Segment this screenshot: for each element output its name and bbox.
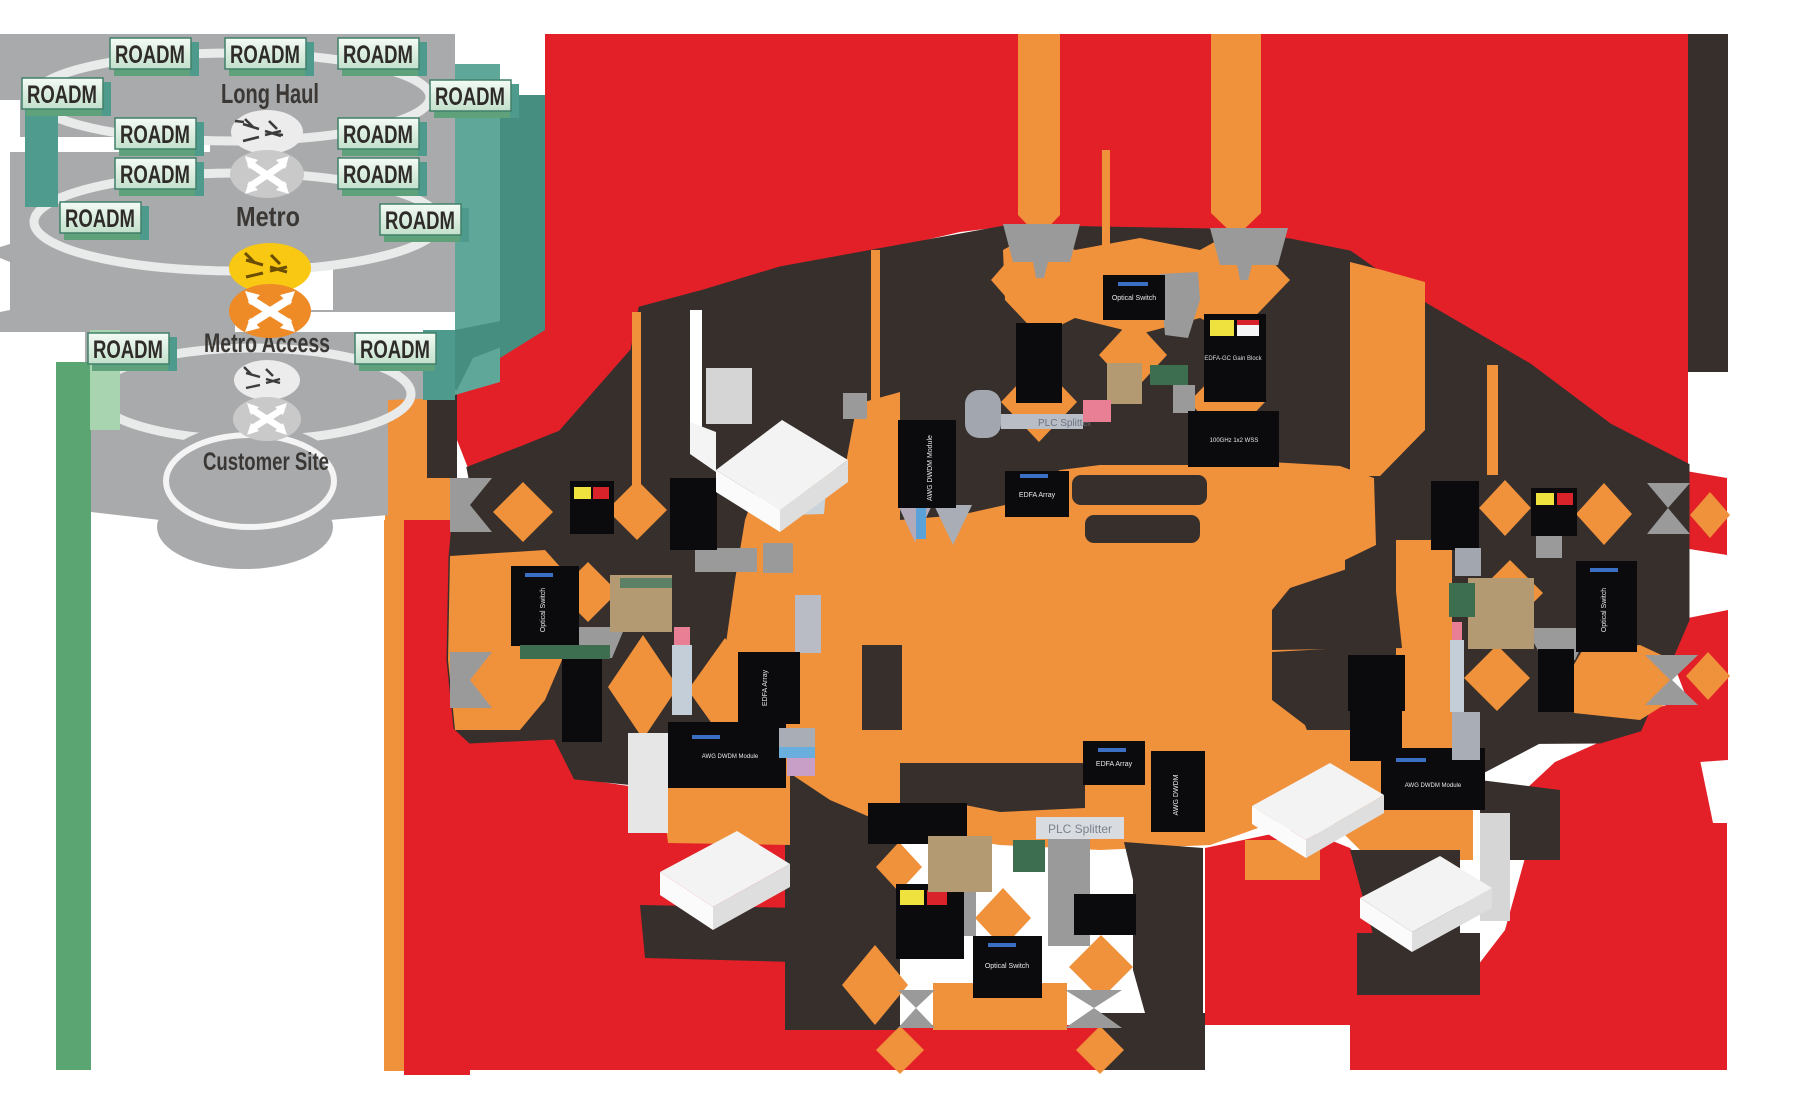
svg-text:EDFA Array: EDFA Array <box>1019 492 1056 499</box>
svg-text:Metro: Metro <box>236 201 300 232</box>
svg-text:AWG DWDM Module: AWG DWDM Module <box>927 435 934 501</box>
svg-text:Long Haul: Long Haul <box>221 78 319 109</box>
svg-text:PLC Splitter: PLC Splitter <box>1048 822 1112 836</box>
svg-text:AWG DWDM Module: AWG DWDM Module <box>1405 783 1462 789</box>
svg-text:Optical Switch: Optical Switch <box>985 963 1029 970</box>
svg-text:Optical Switch: Optical Switch <box>1601 588 1608 632</box>
svg-text:Customer Site: Customer Site <box>203 448 329 476</box>
svg-text:PLC Splitter: PLC Splitter <box>1038 418 1092 429</box>
svg-text:100GHz 1x2 WSS: 100GHz 1x2 WSS <box>1210 438 1259 444</box>
svg-text:EDFA Array: EDFA Array <box>1096 761 1133 768</box>
svg-text:EDFA Array: EDFA Array <box>762 669 769 706</box>
svg-text:AWG DWDM: AWG DWDM <box>1173 774 1180 815</box>
svg-text:EDFA-GC Gain Block: EDFA-GC Gain Block <box>1204 356 1262 362</box>
svg-text:Optical Switch: Optical Switch <box>1112 295 1156 302</box>
svg-text:AWG DWDM Module: AWG DWDM Module <box>702 754 759 760</box>
svg-text:Optical Switch: Optical Switch <box>540 588 547 632</box>
